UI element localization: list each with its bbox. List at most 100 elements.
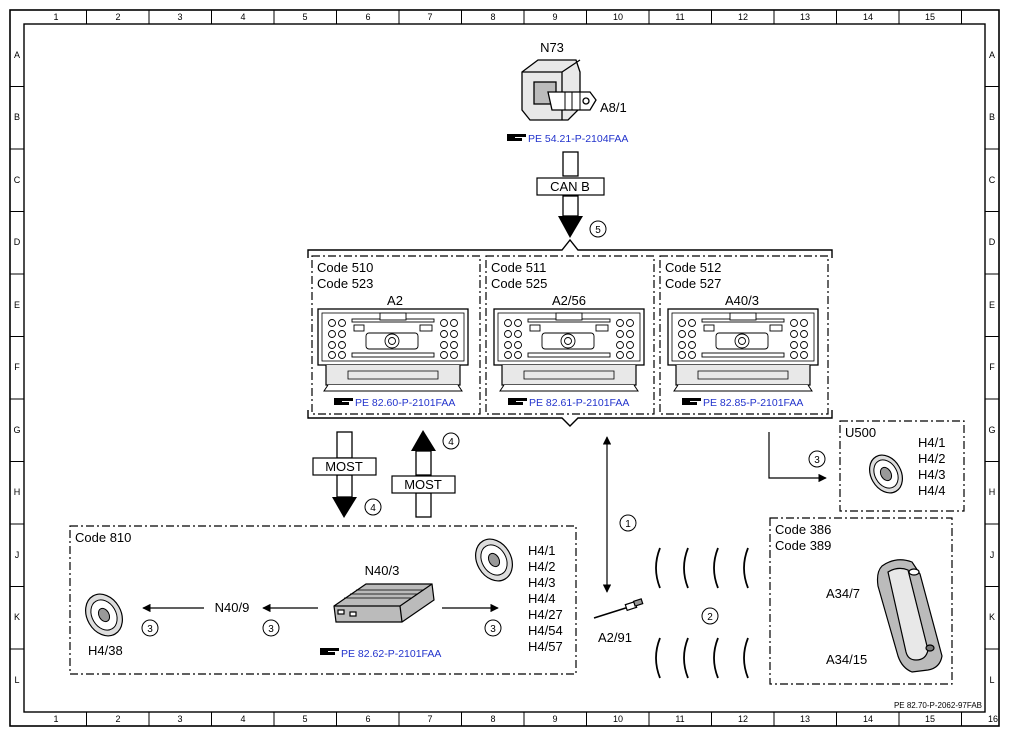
- column-labels-bottom: 1 2 3 4 5 6 7 8 9 10 11 12 13 14 15 16: [53, 714, 998, 724]
- unit-name: A2/56: [552, 293, 586, 308]
- code-810-title: Code 810: [75, 530, 131, 545]
- col-label: 12: [738, 12, 748, 22]
- most-label: MOST: [404, 477, 442, 492]
- col-label: 4: [240, 12, 245, 22]
- row-label: E: [989, 300, 995, 310]
- can-b-label: CAN B: [550, 179, 590, 194]
- col-label: 3: [177, 12, 182, 22]
- col-label: 14: [863, 12, 873, 22]
- head-unit-a40-3[interactable]: Code 512 Code 527 A40/3: [659, 255, 829, 415]
- most-up-connection: MOST 4: [391, 430, 460, 518]
- phone-top-label: A34/7: [826, 586, 860, 601]
- col-label: 15: [925, 12, 935, 22]
- row-label: F: [989, 362, 995, 372]
- u500-item: H4/2: [918, 451, 945, 466]
- n73-ignition-switch[interactable]: N73 A8/1 PE 54.21-P-2104FAA: [507, 40, 628, 145]
- row-labels-left: A B C D E F G H J K L: [13, 50, 20, 685]
- row-label: B: [14, 112, 20, 122]
- head-unit-a2[interactable]: Code 510 Code 523 A2: [311, 255, 481, 415]
- can-b-connection: CAN B 5: [536, 151, 607, 238]
- amplifier-reference-link[interactable]: PE 82.62-P-2101FAA: [341, 648, 441, 660]
- col-label: 13: [800, 12, 810, 22]
- antenna-icon: [593, 598, 644, 619]
- row-label: C: [989, 175, 996, 185]
- col-label: 9: [552, 714, 557, 724]
- hand-pointer-icon: [682, 398, 701, 405]
- col-label: 11: [675, 12, 684, 22]
- speaker-label: H4/3: [528, 575, 555, 590]
- unit-name: A2: [387, 293, 403, 308]
- radio-waves: [655, 547, 749, 679]
- u500-title: U500: [845, 425, 876, 440]
- speaker-label: H4/54: [528, 623, 563, 638]
- speaker-label: H4/2: [528, 559, 555, 574]
- row-label: E: [14, 300, 20, 310]
- most-label: MOST: [325, 459, 363, 474]
- col-label: 8: [490, 714, 495, 724]
- row-label: G: [988, 425, 995, 435]
- speaker-label: H4/57: [528, 639, 563, 654]
- col-label: 7: [427, 714, 432, 724]
- head-unit-a2-56[interactable]: Code 511 Code 525 A2/56: [485, 255, 655, 415]
- amplifier-name: N40/3: [365, 563, 400, 578]
- radio-unit-icon: [667, 308, 819, 392]
- u500-to-speaker-line: [768, 432, 827, 483]
- phone-cradle-group[interactable]: Code 386 Code 389 A34/7 A34/15: [769, 517, 953, 685]
- speaker-icon: [475, 538, 513, 582]
- head-unit-group-bracket: [307, 238, 833, 427]
- speaker-icon: [85, 593, 123, 637]
- unit-code: Code 523: [317, 276, 373, 291]
- col-label: 11: [675, 714, 684, 724]
- radio-unit-icon: [493, 308, 645, 392]
- phone-cradle-icon: [876, 559, 943, 673]
- amplifier-icon: [333, 583, 435, 623]
- n73-reference-link[interactable]: PE 54.21-P-2104FAA: [528, 133, 628, 145]
- col-label: 1: [53, 714, 58, 724]
- unit-code: Code 511: [491, 260, 546, 275]
- row-label: H: [14, 487, 21, 497]
- col-label: 4: [240, 714, 245, 724]
- unit-name: A40/3: [725, 293, 759, 308]
- n73-title: N73: [540, 40, 564, 55]
- row-label: K: [989, 612, 995, 622]
- row-label: G: [13, 425, 20, 435]
- u500-group[interactable]: U500 H4/1 H4/2 H4/3 H4/4: [839, 420, 965, 512]
- row-label: J: [990, 550, 995, 560]
- unit-reference-link[interactable]: PE 82.61-P-2101FAA: [529, 397, 629, 409]
- col-label: 9: [552, 12, 557, 22]
- step-number: 3: [814, 455, 820, 466]
- row-label: C: [14, 175, 21, 185]
- most-down-connection: MOST 4: [312, 431, 382, 518]
- col-label: 6: [365, 12, 370, 22]
- row-label: D: [989, 237, 996, 247]
- row-label: L: [989, 675, 994, 685]
- col-label: 6: [365, 714, 370, 724]
- speaker-label: H4/27: [528, 607, 563, 622]
- unit-code: Code 512: [665, 260, 721, 275]
- radio-unit-icon: [317, 308, 469, 392]
- row-label: J: [15, 550, 20, 560]
- hand-pointer-icon: [508, 398, 527, 405]
- phone-bottom-label: A34/15: [826, 652, 867, 667]
- u500-item: H4/1: [918, 435, 945, 450]
- unit-reference-link[interactable]: PE 82.85-P-2101FAA: [703, 397, 803, 409]
- step-number: 5: [595, 225, 601, 236]
- row-label: H: [989, 487, 996, 497]
- col-label: 16: [988, 714, 998, 724]
- row-label: L: [14, 675, 19, 685]
- speaker-icon: [869, 454, 903, 494]
- col-label: 14: [863, 714, 873, 724]
- unit-code: Code 527: [665, 276, 721, 291]
- unit-reference-link[interactable]: PE 82.60-P-2101FAA: [355, 397, 455, 409]
- col-label: 8: [490, 12, 495, 22]
- phone-code: Code 386: [775, 522, 831, 537]
- col-label: 12: [738, 714, 748, 724]
- step-number: 3: [490, 624, 496, 635]
- step-number: 4: [448, 437, 454, 448]
- drawing-frame: [9, 9, 1000, 727]
- row-label: A: [989, 50, 995, 60]
- step-number: 1: [625, 519, 631, 530]
- row-label: F: [14, 362, 20, 372]
- code-810-group[interactable]: Code 810 N40/3 PE 82.62-P-2101FAA N40/9 …: [69, 525, 577, 675]
- col-label: 10: [613, 12, 623, 22]
